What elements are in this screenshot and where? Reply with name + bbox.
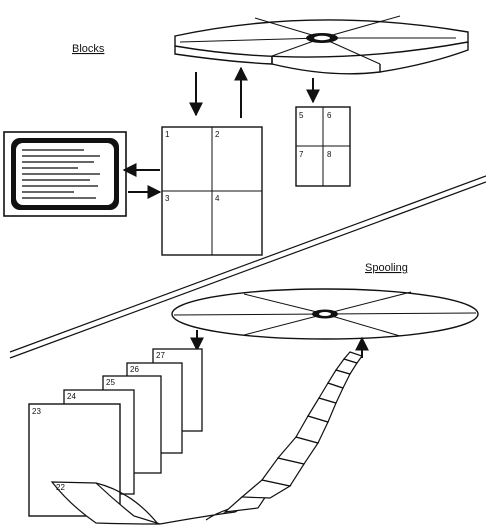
spool-page-label: 22 <box>56 483 65 492</box>
disk-blocks: 5 6 7 8 <box>295 106 351 187</box>
memory-blocks: 1 2 3 4 <box>161 126 263 256</box>
memory-block-label: 2 <box>215 130 220 139</box>
disk-bottom <box>171 288 479 340</box>
spool-page-label: 26 <box>130 365 139 374</box>
blocks-title: Blocks <box>72 43 105 55</box>
disk-block-label: 7 <box>299 150 304 159</box>
spool-page-label: 25 <box>106 378 115 387</box>
spool-page-label: 27 <box>156 351 165 360</box>
section-divider <box>9 175 486 359</box>
spool-page-label: 24 <box>67 392 76 401</box>
fanfold-paper <box>50 351 363 525</box>
disk-block-label: 6 <box>327 111 332 120</box>
disk-block-label: 8 <box>327 150 332 159</box>
memory-block-label: 3 <box>165 194 170 203</box>
spool-page-label: 23 <box>32 407 41 416</box>
spooling-title: Spooling <box>365 262 408 274</box>
memory-block-label: 4 <box>215 194 220 203</box>
disk-top <box>174 15 469 75</box>
memory-block-label: 1 <box>165 130 170 139</box>
terminal-screen-icon <box>3 131 127 217</box>
spool-page-stack: 27 26 25 24 23 <box>28 348 203 517</box>
disk-block-label: 5 <box>299 111 304 120</box>
